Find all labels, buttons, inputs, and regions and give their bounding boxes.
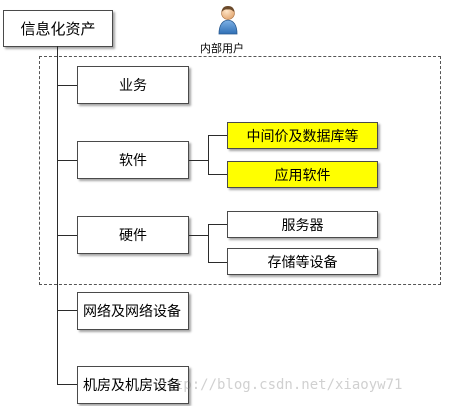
user-icon xyxy=(218,6,238,35)
node-app-software: 应用软件 xyxy=(227,161,378,188)
node-storage: 存储等设备 xyxy=(227,248,378,275)
internal-user-boundary xyxy=(39,56,441,285)
connector-hardware xyxy=(57,235,77,236)
connector-network xyxy=(57,310,77,311)
connector-software-vertical xyxy=(208,135,209,174)
connector-hardware-vertical xyxy=(208,224,209,262)
connector-business xyxy=(57,85,77,86)
connector-datacenter xyxy=(57,384,77,385)
node-software: 软件 xyxy=(77,141,189,179)
node-middleware: 中间价及数据库等 xyxy=(227,122,378,149)
connector-software-right xyxy=(189,160,208,161)
node-hardware: 硬件 xyxy=(77,216,189,254)
root-node: 信息化资产 xyxy=(3,10,113,47)
node-business: 业务 xyxy=(77,66,189,104)
node-network: 网络及网络设备 xyxy=(77,292,189,330)
watermark: http://blog.csdn.net/xiaoyw71 xyxy=(158,377,403,393)
connector-storage xyxy=(208,262,227,263)
connector-hardware-right xyxy=(189,235,208,236)
connector-software xyxy=(57,160,77,161)
node-server: 服务器 xyxy=(227,211,378,238)
node-datacenter: 机房及机房设备 xyxy=(77,366,189,404)
connector-server xyxy=(208,224,227,225)
connector-app-software xyxy=(208,174,227,175)
trunk-line xyxy=(57,46,58,385)
connector-middleware xyxy=(208,135,227,136)
user-label: 内部用户 xyxy=(200,42,244,55)
